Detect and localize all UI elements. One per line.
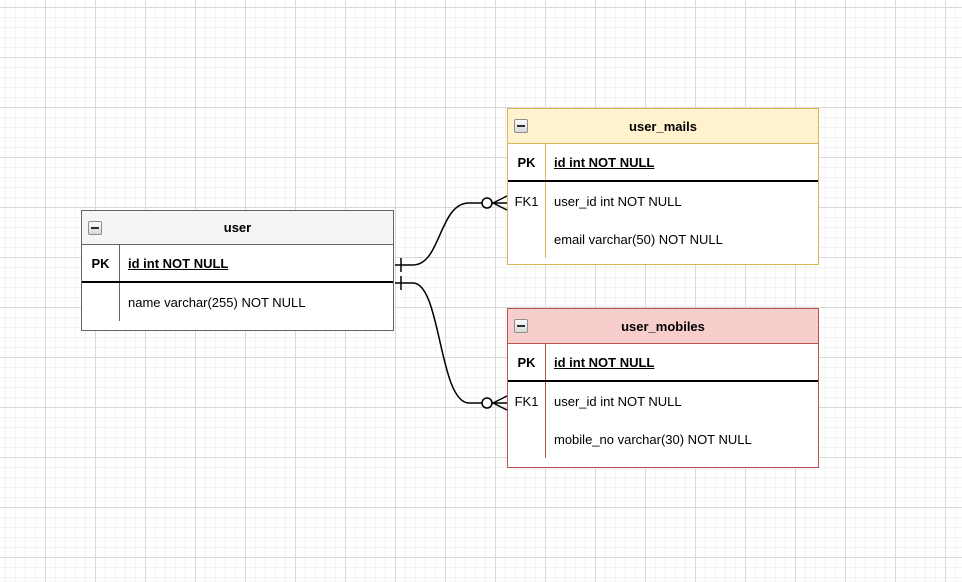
table-row-pk[interactable]: PK id int NOT NULL xyxy=(508,144,818,182)
table-header: user_mobiles xyxy=(508,309,818,344)
table-title: user_mobiles xyxy=(621,318,705,334)
row-key: FK1 xyxy=(508,182,546,220)
row-key xyxy=(82,283,120,321)
row-field: name varchar(255) NOT NULL xyxy=(128,294,306,310)
table-row[interactable]: email varchar(50) NOT NULL xyxy=(508,220,818,258)
zero-circle-icon xyxy=(481,197,493,209)
table-row-pk[interactable]: PK id int NOT NULL xyxy=(508,344,818,382)
row-field: mobile_no varchar(30) NOT NULL xyxy=(554,431,752,447)
table-row-fk[interactable]: FK1 user_id int NOT NULL xyxy=(508,182,818,220)
connector-line[interactable] xyxy=(395,202,482,266)
collapse-icon[interactable] xyxy=(88,220,102,235)
row-field: user_id int NOT NULL xyxy=(554,393,682,409)
collapse-icon[interactable] xyxy=(514,119,528,133)
table-header: user xyxy=(82,211,393,245)
relationship-user-mobiles[interactable] xyxy=(395,276,508,411)
table-title: user_mails xyxy=(629,118,697,134)
row-field: id int NOT NULL xyxy=(128,255,229,271)
zero-circle-icon xyxy=(481,397,493,409)
connector-line[interactable] xyxy=(395,282,482,404)
entity-table-user-mobiles[interactable]: user_mobiles PK id int NOT NULL FK1 user… xyxy=(507,308,819,468)
crowfoot-many-icon xyxy=(492,395,508,411)
table-row[interactable]: mobile_no varchar(30) NOT NULL xyxy=(508,420,818,458)
minus-glyph xyxy=(517,125,525,127)
row-field: user_id int NOT NULL xyxy=(554,193,682,209)
row-key: PK xyxy=(82,245,120,281)
table-row[interactable]: name varchar(255) NOT NULL xyxy=(82,283,393,321)
row-key: FK1 xyxy=(508,382,546,420)
entity-table-user[interactable]: user PK id int NOT NULL name varchar(255… xyxy=(81,210,394,331)
row-key: PK xyxy=(508,144,546,180)
minus-glyph xyxy=(517,325,525,327)
row-key: PK xyxy=(508,344,546,380)
table-title: user xyxy=(223,220,252,235)
table-row-pk[interactable]: PK id int NOT NULL xyxy=(82,245,393,283)
relationship-user-mails[interactable] xyxy=(395,195,508,272)
row-key xyxy=(508,220,546,258)
row-key xyxy=(508,420,546,458)
crowfoot-many-icon xyxy=(492,195,508,211)
minus-glyph xyxy=(91,226,99,229)
table-header: user_mails xyxy=(508,109,818,144)
row-field: id int NOT NULL xyxy=(554,154,655,170)
entity-table-user-mails[interactable]: user_mails PK id int NOT NULL FK1 user_i… xyxy=(507,108,819,265)
row-field: id int NOT NULL xyxy=(554,354,655,370)
row-field: email varchar(50) NOT NULL xyxy=(554,231,723,247)
collapse-icon[interactable] xyxy=(514,319,528,333)
table-row-fk[interactable]: FK1 user_id int NOT NULL xyxy=(508,382,818,420)
